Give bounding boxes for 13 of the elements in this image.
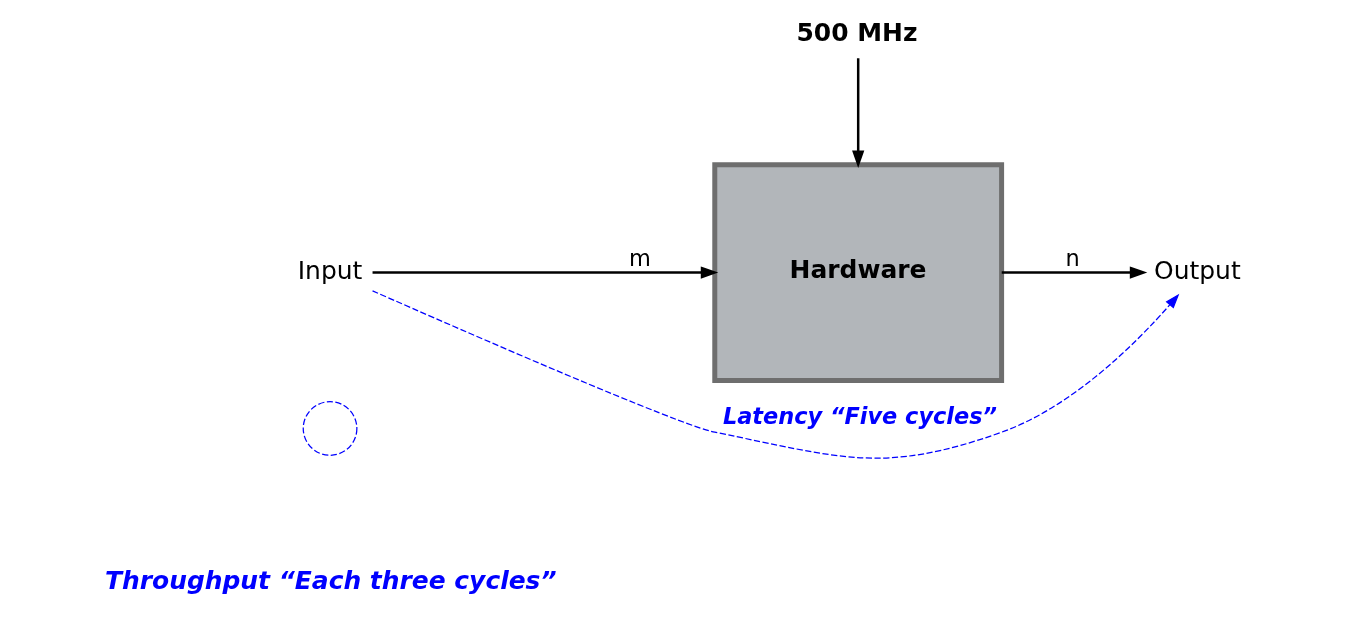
label: Throughput “Each three cycles” bbox=[104, 566, 557, 596]
node-box: Hardware bbox=[711, 162, 1004, 383]
arrow bbox=[851, 58, 864, 169]
edge-label: n bbox=[1065, 244, 1080, 271]
node-circle bbox=[302, 401, 357, 456]
arrow bbox=[371, 290, 1179, 459]
arrow bbox=[372, 266, 718, 279]
node-text: Input bbox=[297, 255, 362, 285]
node-text: Output bbox=[1153, 255, 1241, 285]
edge-label: m bbox=[628, 244, 651, 271]
node-text: 500 MHz bbox=[795, 17, 917, 47]
edge-label: Latency “Five cycles” bbox=[722, 402, 997, 429]
arrow bbox=[1001, 266, 1147, 279]
